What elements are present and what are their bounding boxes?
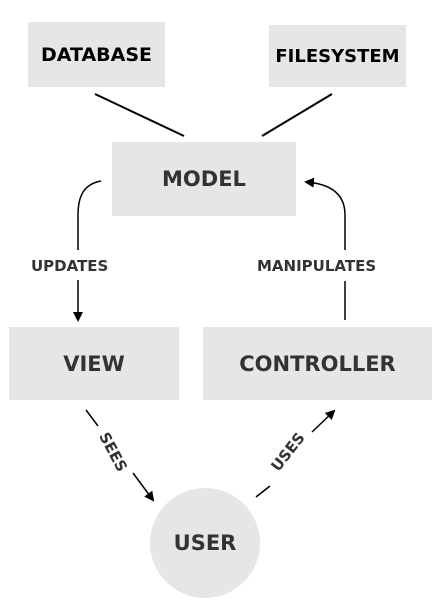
controller-node: CONTROLLER xyxy=(203,327,432,400)
edge-user-controller-b xyxy=(311,409,336,433)
filesystem-node: FILESYSTEM xyxy=(269,25,406,87)
edge-model-view xyxy=(77,180,102,250)
edge-database-model xyxy=(94,93,185,137)
user-node: USER xyxy=(150,488,260,598)
edge-filesystem-model xyxy=(261,93,333,137)
edge-view-user-a xyxy=(85,409,99,427)
updates-label: UPDATES xyxy=(31,257,109,275)
database-node: DATABASE xyxy=(28,22,165,87)
edge-controller-model-arrow xyxy=(304,177,346,250)
view-node: VIEW xyxy=(9,327,179,400)
edge-view-user-b xyxy=(132,472,155,502)
model-node: MODEL xyxy=(112,142,296,216)
edge-user-controller-a xyxy=(255,485,271,498)
manipulates-label: MANIPULATES xyxy=(257,257,377,275)
